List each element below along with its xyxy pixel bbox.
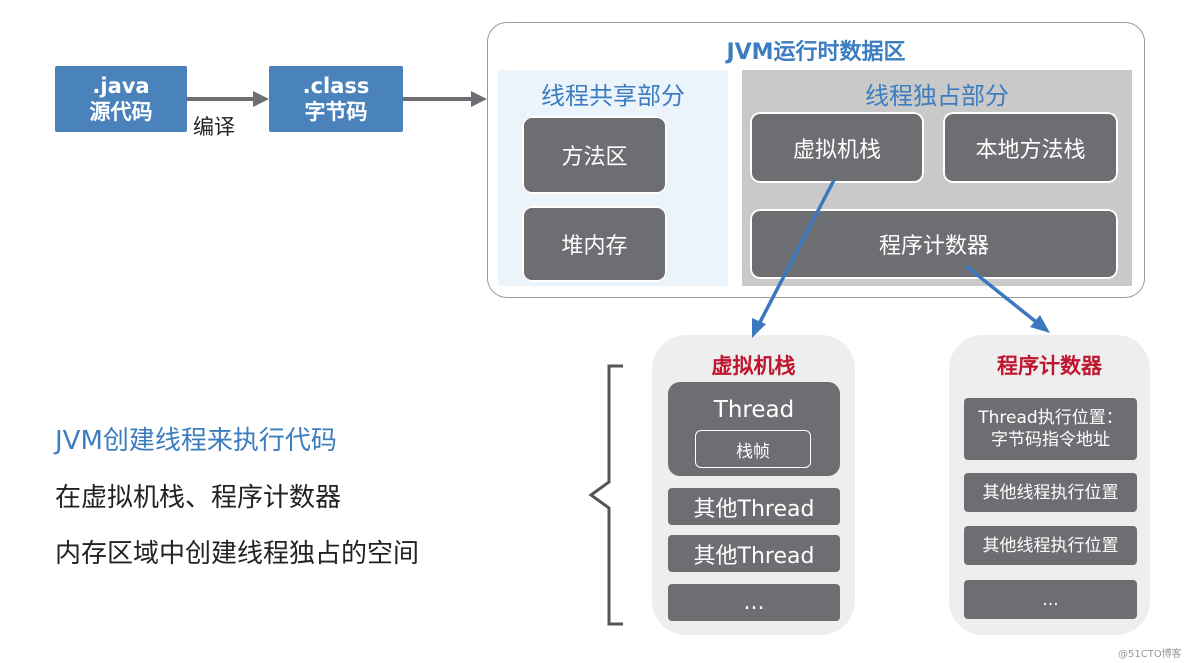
side-text-line1: JVM创建线程来执行代码: [55, 426, 337, 456]
stack-frame-label: 栈帧: [736, 441, 770, 462]
heap-memory-box: 堆内存: [522, 206, 667, 282]
java-ext-label: .java: [92, 74, 150, 98]
stack-frame-box: 栈帧: [695, 430, 811, 468]
bracket-shape: [588, 364, 623, 626]
class-bytecode-box: .class 字节码: [269, 66, 403, 132]
thread-block: [668, 382, 840, 476]
side-text-line2: 在虚拟机栈、程序计数器: [55, 483, 342, 513]
pc-other-thread-2: 其他线程执行位置: [964, 526, 1137, 565]
pc-current-thread-item: Thread执行位置： 字节码指令地址: [964, 398, 1137, 460]
class-ext-label: .class: [302, 74, 370, 98]
vm-stack-card-title: 虚拟机栈: [711, 354, 796, 378]
jvm-runtime-title: JVM运行时数据区: [726, 40, 906, 65]
pc-card-title: 程序计数器: [997, 354, 1102, 378]
stack-ellipsis: ...: [668, 584, 840, 621]
bytecode-label: 字节码: [304, 100, 368, 124]
watermark: @51CTO博客: [1118, 649, 1182, 660]
vm-stack-box: 虚拟机栈: [750, 112, 924, 183]
thread-label: Thread: [713, 397, 795, 423]
pc-ellipsis: ...: [964, 580, 1137, 619]
vm-stack-arrow: [756, 179, 836, 327]
thread-shared-title: 线程共享部分: [541, 82, 685, 110]
compile-label: 编译: [193, 115, 235, 139]
side-text-line3: 内存区域中创建线程独占的空间: [55, 539, 420, 569]
thread-exclusive-title: 线程独占部分: [865, 82, 1009, 110]
load-arrow: [403, 91, 487, 107]
method-area-box: 方法区: [522, 116, 667, 194]
java-source-box: .java 源代码: [55, 66, 187, 132]
native-method-stack-box: 本地方法栈: [943, 112, 1118, 183]
pc-arrow: [964, 264, 1042, 327]
other-thread-1: 其他Thread: [668, 488, 840, 525]
pc-arrowhead: [1030, 315, 1050, 333]
other-thread-2: 其他Thread: [668, 535, 840, 572]
pc-other-thread-1: 其他线程执行位置: [964, 473, 1137, 512]
compile-arrow: [187, 91, 269, 107]
java-source-label: 源代码: [89, 100, 153, 124]
vm-stack-arrowhead: [752, 318, 766, 338]
